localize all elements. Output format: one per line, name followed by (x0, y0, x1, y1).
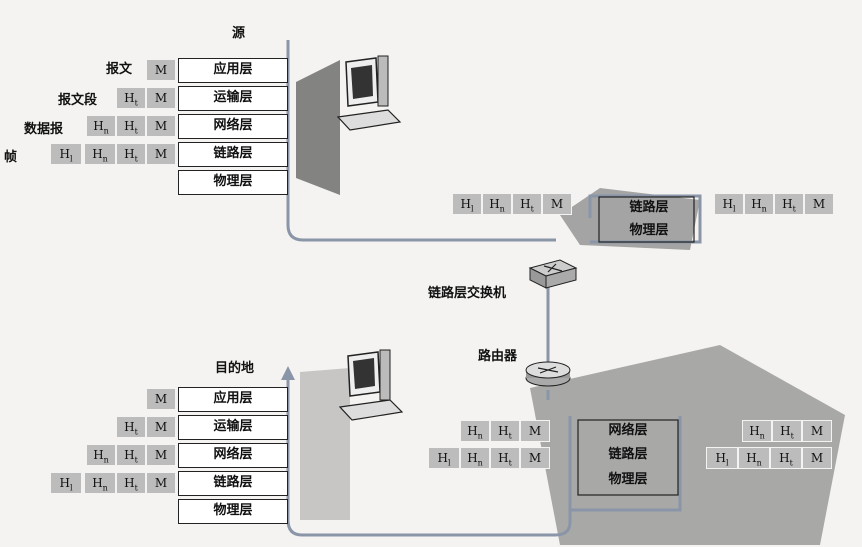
cell-m: M (146, 59, 176, 81)
cell-ht: Ht (490, 447, 520, 469)
dest-layer-application: 应用层 (178, 387, 288, 412)
layer-transport: 运输层 (178, 86, 288, 111)
cell-ht: Ht (116, 444, 146, 466)
cell-m: M (146, 444, 176, 466)
cell-hl: Hl (714, 193, 744, 215)
cell-hl: Hl (50, 472, 82, 494)
cell-m: M (146, 87, 176, 109)
source-label: 源 (232, 26, 246, 41)
cell-m: M (804, 193, 834, 215)
cell-hn: Hn (738, 447, 770, 469)
dest-layer-network: 网络层 (178, 443, 288, 468)
message-label: 报文 (106, 62, 133, 77)
cell-hn: Hn (460, 420, 490, 442)
cell-hn: Hn (460, 447, 490, 469)
cell-m: M (520, 420, 550, 442)
cell-m: M (146, 388, 176, 410)
layer-physical: 物理层 (178, 170, 288, 195)
router-internal-path (568, 416, 682, 512)
computer-icon (338, 349, 404, 421)
cell-ht: Ht (512, 193, 542, 215)
router-layer-link: 链路层 (608, 447, 648, 462)
cell-hn: Hn (84, 143, 116, 165)
cell-m: M (146, 143, 176, 165)
segment-label: 报文段 (58, 93, 98, 108)
cell-ht: Ht (770, 447, 802, 469)
cell-hn: Hn (744, 193, 774, 215)
layer-network: 网络层 (178, 114, 288, 139)
cell-hn: Hn (86, 444, 116, 466)
switch-label: 链路层交换机 (428, 286, 507, 301)
cell-hn: Hn (742, 420, 772, 442)
switch-icon (528, 259, 578, 289)
switch-layer-link: 链路层 (629, 200, 669, 215)
cell-ht: Ht (774, 193, 804, 215)
cell-ht: Ht (490, 420, 520, 442)
frame-label: 帧 (4, 150, 18, 165)
cell-m: M (802, 420, 832, 442)
dest-layer-physical: 物理层 (178, 499, 288, 524)
cell-ht: Ht (116, 416, 146, 438)
cell-m: M (146, 416, 176, 438)
cell-hl: Hl (50, 143, 82, 165)
cell-ht: Ht (116, 143, 146, 165)
dest-layer-transport: 运输层 (178, 415, 288, 440)
dest-host-shadow (300, 368, 350, 520)
router-icon (525, 361, 571, 387)
router-to-dest-link (286, 374, 572, 537)
router-layer-physical: 物理层 (608, 472, 648, 487)
layer-link: 链路层 (178, 142, 288, 167)
cell-hn: Hn (482, 193, 512, 215)
cell-m: M (146, 472, 176, 494)
cell-ht: Ht (116, 472, 146, 494)
cell-ht: Ht (116, 115, 146, 137)
source-to-switch-link (286, 40, 556, 242)
datagram-label: 数据报 (24, 122, 64, 137)
cell-hl: Hl (706, 447, 738, 469)
cell-hl: Hl (452, 193, 482, 215)
source-host-shadow (296, 60, 340, 195)
switch-shadow (560, 188, 700, 250)
cell-ht: Ht (116, 87, 146, 109)
cell-m: M (802, 447, 832, 469)
destination-label: 目的地 (215, 361, 255, 376)
router-shadow (530, 345, 845, 545)
layer-application: 应用层 (178, 58, 288, 83)
cell-hl: Hl (428, 447, 460, 469)
cell-m: M (520, 447, 550, 469)
switch-layer-physical: 物理层 (629, 223, 669, 238)
router-label: 路由器 (478, 349, 518, 364)
cell-m: M (542, 193, 572, 215)
cell-m: M (146, 115, 176, 137)
cell-ht: Ht (772, 420, 802, 442)
arrow-up-icon (281, 366, 295, 380)
cell-hn: Hn (84, 472, 116, 494)
router-layer-network: 网络层 (608, 423, 648, 438)
cell-hn: Hn (86, 115, 116, 137)
computer-icon (336, 55, 402, 131)
dest-layer-link: 链路层 (178, 471, 288, 496)
